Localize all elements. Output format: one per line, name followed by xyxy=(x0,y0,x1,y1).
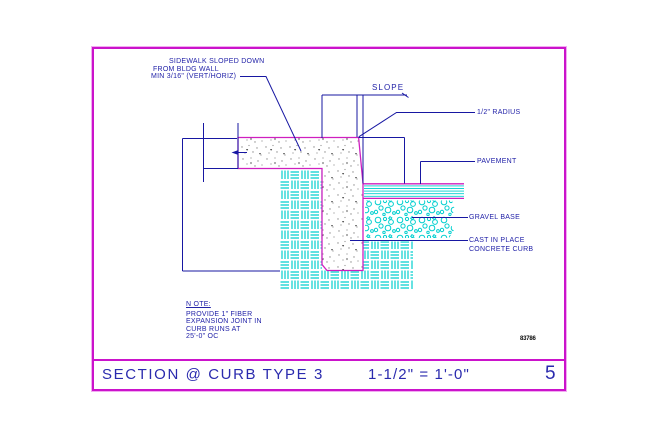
note-line1: PROVIDE 1" FIBER xyxy=(186,311,253,318)
concrete-curb-outline xyxy=(237,136,364,272)
gravel-base-label: GRAVEL BASE xyxy=(469,214,520,221)
note-line2: EXPANSION JOINT IN xyxy=(186,318,262,326)
drawing-scale: 1-1/2" = 1'-0" xyxy=(368,366,470,383)
radius-label: 1/2" RADIUS xyxy=(477,109,521,116)
pavement-hatch xyxy=(364,184,464,198)
sheet-number: 5 xyxy=(545,363,556,384)
sheet-border xyxy=(92,47,566,391)
curb-label-line1: CAST IN PLACE xyxy=(469,237,525,244)
slope-underline xyxy=(401,92,409,98)
radius-leader xyxy=(358,112,475,138)
note-line3: CURB RUNS AT xyxy=(186,325,241,333)
footing-outline xyxy=(181,137,280,272)
sidewalk-note-line1: SIDEWALK SLOPED DOWN xyxy=(169,58,265,65)
slope-label: SLOPE xyxy=(372,83,405,92)
sidewalk-note-line2: FROM BLDG WALL xyxy=(153,65,219,73)
sidewalk-slope-arrowhead xyxy=(231,150,239,155)
pavement-leader xyxy=(420,161,475,184)
curb-label-line2: CONCRETE CURB xyxy=(469,246,534,253)
gutter-line xyxy=(358,136,406,184)
earth-hatch xyxy=(280,168,413,289)
title-block-divider xyxy=(92,359,566,361)
sidewalk-note-line3: MIN 3/16" (VERT/HORIZ) xyxy=(151,73,237,80)
structure-lines xyxy=(181,94,407,272)
note-text: PROVIDE 1" FIBER EXPANSION JOINT IN CURB… xyxy=(186,311,262,341)
building-wall-lines xyxy=(202,123,239,182)
note-line4: 25'-0" OC xyxy=(186,333,219,341)
note-heading: N OTE: xyxy=(186,301,211,308)
gravel-base-hatch xyxy=(365,200,455,238)
sidewalk-leader xyxy=(240,76,302,152)
curb-head-lines xyxy=(321,94,407,184)
leader-lines xyxy=(236,76,475,241)
pavement-edges xyxy=(363,183,464,200)
drawing-title: SECTION @ CURB TYPE 3 xyxy=(102,366,324,383)
pavement-label: PAVEMENT xyxy=(477,158,517,165)
stamp-number: 83786 xyxy=(520,336,536,342)
